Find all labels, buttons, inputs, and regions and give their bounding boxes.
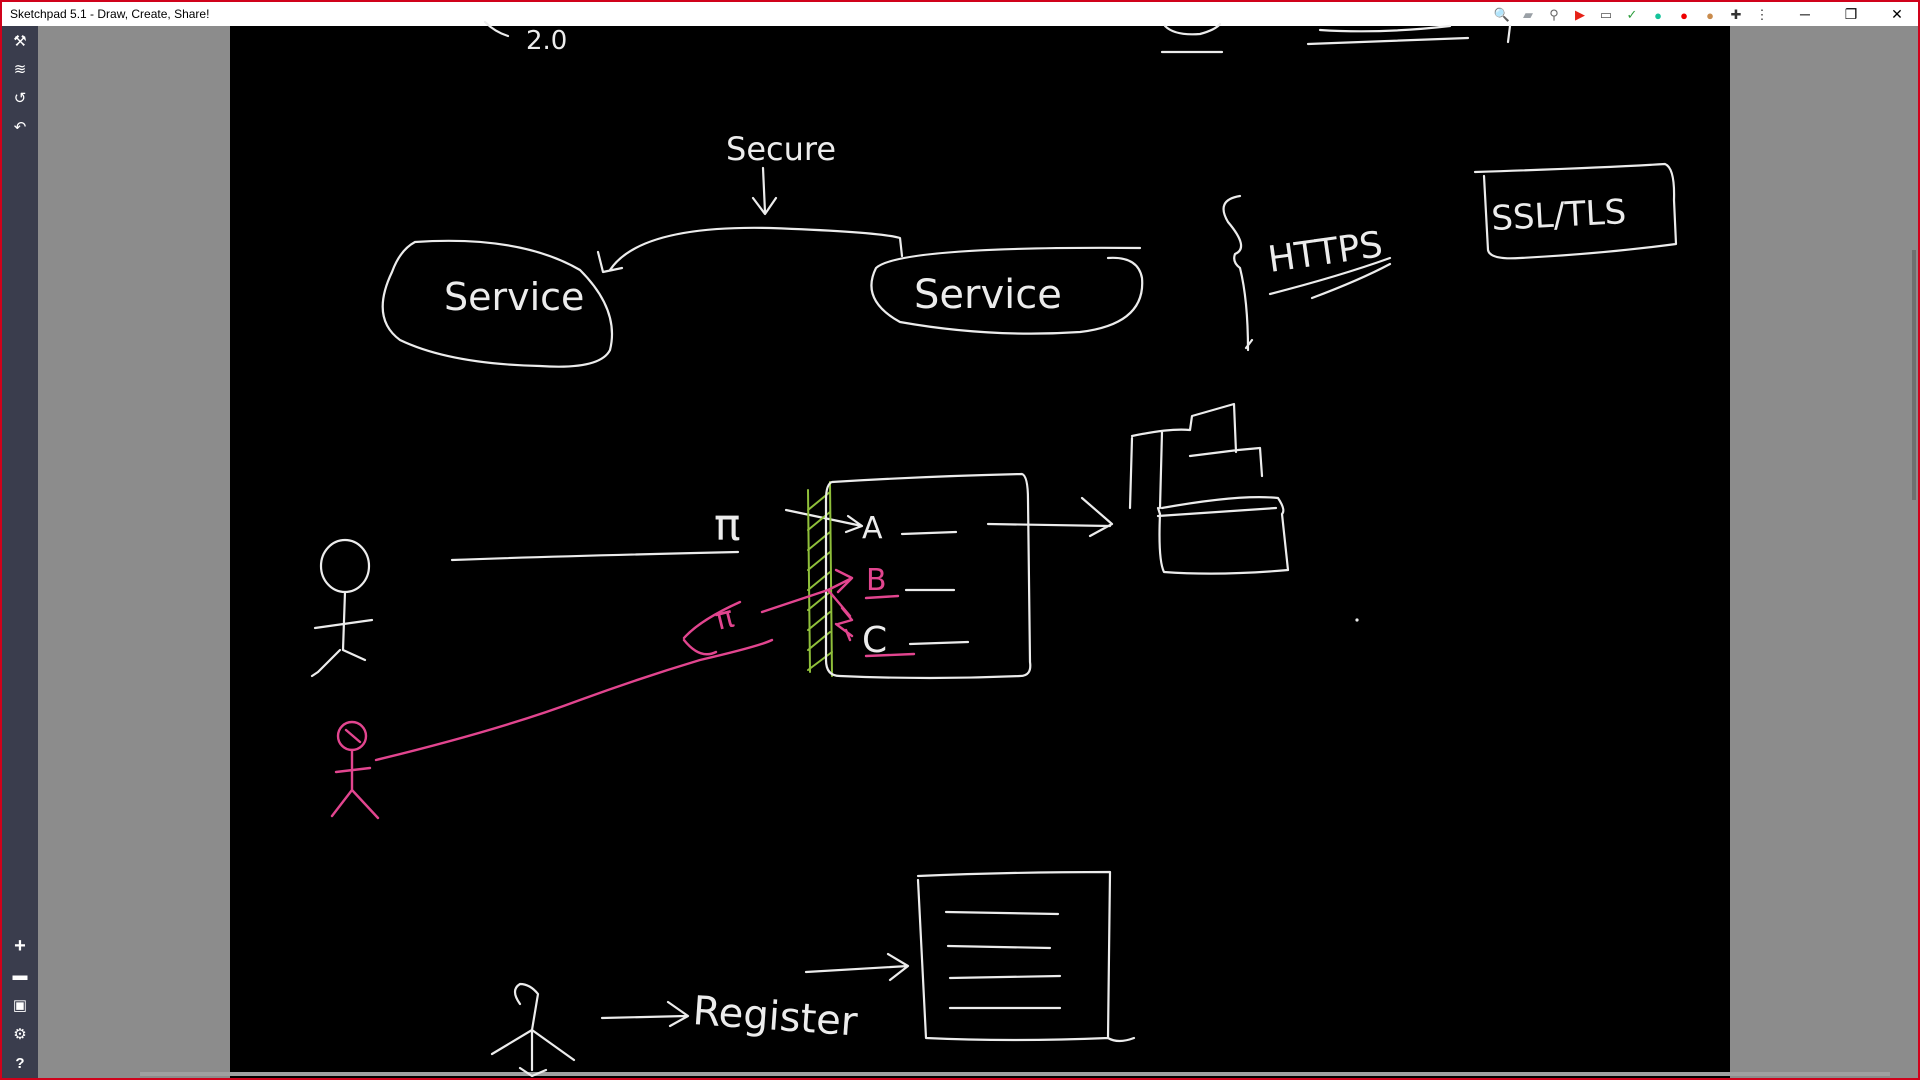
attacker-request-line [374, 638, 774, 762]
puzzle-icon[interactable]: ✚ [1730, 7, 1742, 22]
service-left-label: Service [444, 275, 584, 319]
save-icon[interactable]: ▣ [12, 997, 28, 1014]
pi-label: π [714, 500, 741, 551]
secure-down-arrow [751, 166, 778, 216]
user-head [319, 538, 371, 594]
api-b-label: B [866, 563, 887, 598]
service-left-shape [381, 239, 614, 368]
more-icon[interactable]: ⋮ [1755, 7, 1769, 22]
attacker-body [330, 728, 380, 820]
api-c-line [908, 640, 970, 646]
shield-icon[interactable]: ● [1706, 7, 1714, 23]
top-scribble-right [1306, 24, 1512, 46]
cast-icon[interactable]: ▭ [1599, 7, 1613, 22]
open-folder-icon[interactable]: ▬ [12, 966, 28, 984]
pin-icon[interactable]: ⚲ [1549, 7, 1559, 22]
https-underline [1268, 256, 1392, 300]
zoom-icon[interactable]: 🔍 [1493, 7, 1511, 22]
undo-icon[interactable]: ↶ [13, 119, 27, 136]
user-request-line [450, 550, 740, 562]
api-a-label: A [862, 511, 883, 546]
version-text: 2.0 [526, 26, 567, 56]
gateway-arrow [784, 508, 864, 534]
top-scribble-mid [1160, 22, 1224, 54]
vertical-scrollbar[interactable] [1912, 250, 1916, 500]
ssl-box [1473, 162, 1678, 260]
window-title: Sketchpad 5.1 - Draw, Create, Share! [10, 7, 210, 21]
minimize-button[interactable]: ─ [1800, 6, 1810, 22]
registry-document [916, 870, 1136, 1043]
api-a-line [900, 530, 958, 536]
layers-icon[interactable]: ≋ [13, 61, 27, 78]
api-c-underline [864, 652, 916, 658]
secure-label: Secure [726, 130, 836, 168]
settings-icon[interactable]: ⚙ [13, 1026, 27, 1043]
restore-button[interactable]: ❐ [1844, 5, 1858, 22]
stray-dot [1355, 618, 1359, 622]
https-brace [1222, 194, 1254, 352]
https-label: HTTPS [1266, 224, 1386, 281]
drawing-board[interactable] [230, 26, 1730, 1078]
extension-icon[interactable]: ▰ [1523, 7, 1533, 22]
register-arrow-in [600, 1000, 690, 1028]
close-button[interactable]: ✕ [1891, 5, 1903, 22]
history-icon[interactable]: ↺ [13, 90, 27, 107]
api-box [824, 472, 1032, 680]
browser-extensions: 🔍 ▰ ⚲ ▶ ▭ ✓ ● ● ● ✚ ⋮ [1494, 4, 1770, 26]
ssl-label: SSL/TLS [1490, 192, 1627, 239]
service-right-shape [870, 246, 1144, 335]
new-icon[interactable]: + [14, 934, 26, 957]
service-right-label: Service [914, 272, 1062, 318]
horizontal-scrollbar[interactable] [140, 1072, 1890, 1076]
title-bar: Sketchpad 5.1 - Draw, Create, Share! 🔍 ▰… [0, 0, 1920, 26]
left-toolbar: ⚒ ≋ ↺ ↶ + ▬ ▣ ⚙ ? [2, 26, 38, 1078]
server-top [1128, 402, 1264, 510]
firewall-hatch [807, 481, 833, 677]
user-body [310, 590, 374, 678]
leaf-icon[interactable]: ✓ [1626, 7, 1638, 22]
youtube-icon[interactable]: ▶ [1575, 7, 1585, 22]
register-arrow-out [804, 952, 910, 982]
top-scribble-left [483, 20, 510, 38]
register-label: Register [691, 988, 859, 1045]
attacker-arrows [760, 568, 854, 642]
tools-icon[interactable]: ⚒ [13, 33, 27, 50]
attacker-scribble [682, 600, 742, 656]
window-controls: ─ ❐ ✕ [1782, 2, 1920, 26]
server-base [1156, 496, 1290, 575]
secure-curved-arrow [596, 226, 904, 274]
db-arrow [986, 496, 1114, 538]
help-icon[interactable]: ? [15, 1054, 25, 1072]
grammarly-icon[interactable]: ● [1654, 7, 1662, 23]
register-user-figure [490, 982, 576, 1078]
record-icon[interactable]: ● [1680, 7, 1688, 23]
api-b-underline [864, 594, 900, 600]
